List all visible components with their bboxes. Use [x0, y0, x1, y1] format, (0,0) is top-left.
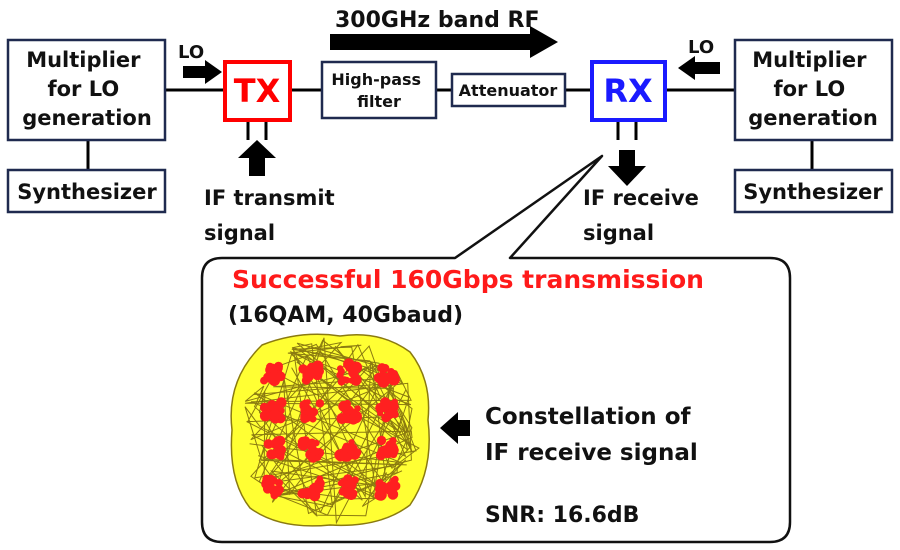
svg-text:Constellation of IF receiv: Constellation of IF receive signal [485, 404, 699, 466]
left-synthesizer-label: Synthesizer [17, 180, 157, 204]
svg-text:Multiplier for LO gene: Multiplier for LO generation [22, 48, 152, 130]
right-multiplier-box [733, 38, 894, 142]
constellation-point [297, 436, 325, 463]
tx-label: TX [234, 72, 281, 110]
constellation-point [334, 439, 362, 462]
constellation-point [373, 363, 400, 388]
svg-text:High-pass filter: High-pass filter [331, 70, 426, 111]
constellation-point [297, 475, 325, 502]
constellation-point [336, 399, 362, 425]
rx-block [590, 60, 667, 122]
constellation-trace-line [244, 341, 412, 497]
left-multiplier-line-2: for LO [47, 77, 119, 101]
lo-right-label: LO [688, 37, 714, 58]
left-multiplier-line-3: generation [22, 106, 152, 130]
constellation-trace-line [250, 345, 397, 516]
left-multiplier-box [6, 38, 167, 142]
constellation-point [259, 397, 287, 424]
constellation-label-line-2: IF receive signal [485, 440, 698, 466]
constellation-point [375, 397, 399, 423]
left-synthesizer-box [6, 168, 167, 214]
high-pass-filter-line-2: filter [357, 92, 401, 111]
if-receive-arrow [608, 150, 646, 186]
snr-label: SNR: 16.6dB [485, 503, 639, 528]
high-pass-filter-box [320, 60, 438, 120]
constellation-point [374, 475, 401, 501]
constellation-trace-line [249, 342, 412, 483]
callout-subline: (16QAM, 40Gbaud) [228, 303, 463, 328]
attenuator-label: Attenuator [459, 81, 558, 100]
rx-label: RX [603, 72, 653, 110]
svg-text:IF receive signal: IF receive signal [583, 186, 706, 245]
constellation-label-line-1: Constellation of [485, 404, 691, 430]
right-multiplier-line-1: Multiplier [752, 48, 867, 72]
right-synthesizer-box [733, 168, 894, 214]
constellation-trace-line [251, 339, 413, 507]
if-transmit-line-2: signal [204, 221, 275, 245]
left-multiplier-line-1: Multiplier [26, 48, 141, 72]
right-multiplier-line-2: for LO [773, 77, 845, 101]
constellation-point [336, 358, 363, 386]
signal-lines [86, 88, 814, 170]
if-transmit-arrow [238, 140, 276, 176]
constellation-point [337, 474, 359, 501]
constellation-point [299, 399, 325, 424]
constellation-point [260, 361, 286, 387]
tx-block [223, 60, 292, 122]
if-receive-line-2: signal [583, 221, 654, 245]
constellation-point [298, 360, 324, 385]
attenuator-box [450, 72, 567, 108]
right-multiplier-line-3: generation [748, 106, 878, 130]
constellation-plot [230, 333, 430, 527]
rf-band-label: 300GHz band RF [335, 8, 540, 33]
callout-headline: Successful 160Gbps transmission [232, 265, 704, 294]
constellation-pointer-arrow [440, 412, 470, 444]
right-synthesizer-label: Synthesizer [743, 180, 883, 204]
lo-left-arrow [183, 60, 222, 84]
if-transmit-line-1: IF transmit [204, 186, 335, 210]
rf-direction-arrow [330, 26, 558, 58]
constellation-points [259, 358, 401, 502]
svg-text:Multiplier for LO gene: Multiplier for LO generation [748, 48, 878, 130]
constellation-point [263, 435, 287, 461]
high-pass-filter-line-1: High-pass [331, 70, 421, 89]
constellation-point [375, 435, 399, 461]
constellation-point [261, 474, 284, 500]
lo-left-label: LO [178, 42, 204, 63]
if-receive-line-1: IF receive [583, 186, 699, 210]
lo-right-arrow [678, 56, 720, 80]
svg-text:IF transmit signal: IF transmit signal [204, 186, 342, 245]
